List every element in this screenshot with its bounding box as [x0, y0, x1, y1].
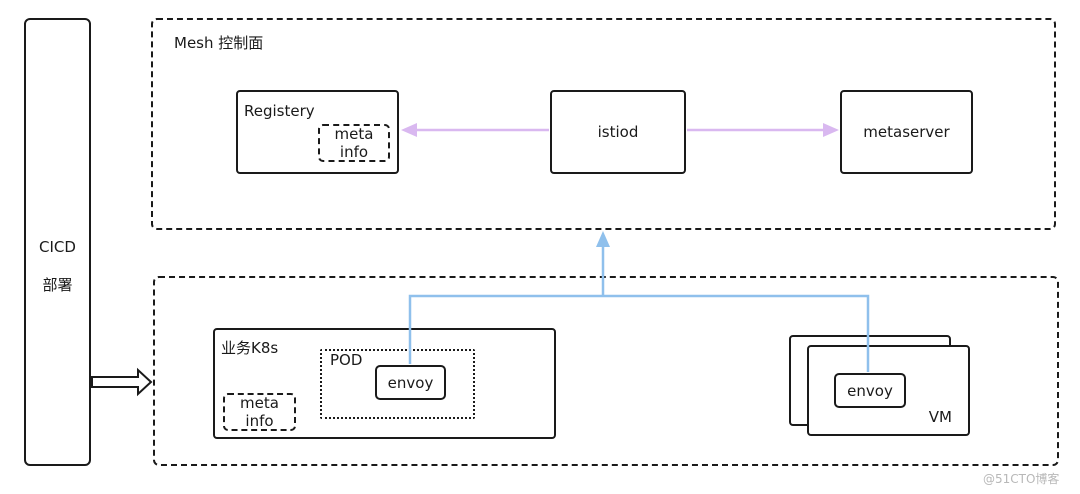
vm-envoy-box: envoy: [834, 373, 906, 408]
istiod-up-arrowhead: [596, 231, 610, 247]
pod-label: POD: [330, 351, 363, 369]
registry-arrowhead: [401, 123, 417, 137]
metaserver-label: metaserver: [863, 123, 950, 141]
metaserver-arrowhead: [823, 123, 839, 137]
watermark: @51CTO博客: [983, 472, 1060, 486]
registry-meta-info: meta info: [318, 124, 390, 162]
istiod-label: istiod: [597, 123, 639, 141]
mesh-control-plane-title: Mesh 控制面: [174, 34, 264, 52]
k8s-meta-line2: info: [245, 412, 274, 430]
vm-envoy-label: envoy: [847, 381, 893, 400]
k8s-envoy-box: envoy: [375, 365, 446, 400]
envoy-to-istiod-line: [408, 244, 870, 372]
registry-meta-line1: meta: [334, 125, 374, 143]
registry-label: Registery: [244, 102, 315, 120]
cicd-label: CICD: [39, 238, 76, 256]
k8s-meta-line1: meta: [240, 394, 279, 412]
pod-box: POD: [320, 349, 475, 419]
cicd-deploy-label: 部署: [42, 276, 73, 294]
registry-meta-line2: info: [339, 143, 369, 161]
k8s-envoy-label: envoy: [387, 373, 434, 392]
metaserver-box: metaserver: [840, 90, 973, 174]
k8s-cluster-label: 业务K8s: [221, 339, 279, 357]
vm-label: VM: [928, 408, 952, 426]
istiod-box: istiod: [550, 90, 686, 174]
cicd-deploy-arrow: [91, 367, 153, 397]
k8s-meta-info: meta info: [223, 393, 296, 431]
cicd-box: CICD 部署: [24, 18, 91, 466]
